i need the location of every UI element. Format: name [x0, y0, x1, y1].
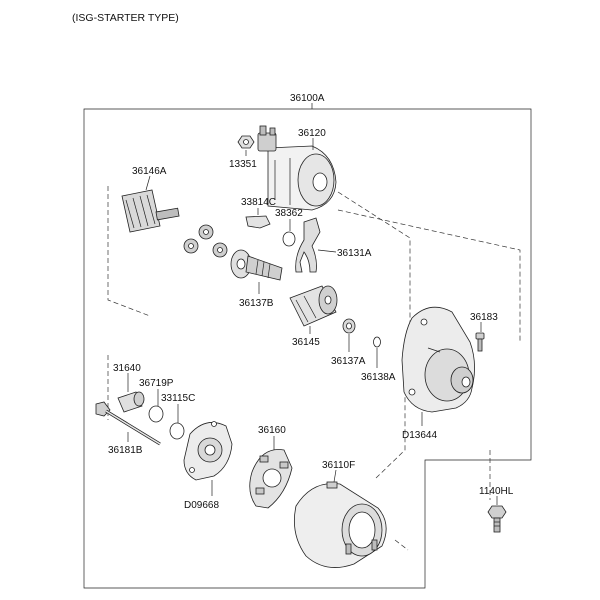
- label-D09668: D09668: [184, 500, 219, 511]
- washer-part: [169, 422, 185, 440]
- planet-gears-part: [183, 224, 228, 258]
- through-bolt-part: [95, 401, 161, 446]
- alignment-line-7: [394, 539, 409, 551]
- alignment-line-2: [337, 191, 411, 330]
- label-36145: 36145: [292, 337, 320, 348]
- lever-part: [295, 217, 321, 273]
- brush-holder-part: [249, 449, 293, 509]
- label-36137A: 36137A: [331, 356, 366, 367]
- label-33115C: 33115C: [161, 393, 195, 404]
- leader-36131A: [317, 249, 337, 253]
- label-1140HL: 1140HL: [479, 486, 514, 497]
- solenoid-part: [257, 125, 337, 211]
- front-bolt-part: [475, 332, 485, 352]
- front-housing-part: [401, 306, 475, 413]
- yoke-part: [293, 481, 387, 568]
- bracket-part: [245, 215, 271, 229]
- label-D13644: D13644: [402, 430, 437, 441]
- planetary-shaft-part: [230, 249, 283, 281]
- clutch-part: [289, 285, 338, 327]
- label-36719P: 36719P: [139, 378, 174, 389]
- diagram-title: (ISG-STARTER TYPE): [72, 12, 179, 24]
- leader-36146A: [145, 175, 151, 191]
- label-36146A: 36146A: [132, 166, 167, 177]
- label-33814C: 33814C: [241, 197, 276, 208]
- snap-ring-part: [373, 336, 381, 348]
- alignment-line-1: [107, 186, 151, 317]
- label-36120: 36120: [298, 128, 326, 139]
- ring-part: [282, 231, 296, 247]
- label-31640: 31640: [113, 363, 141, 374]
- stop-ring-hole: [346, 322, 352, 330]
- label-36110F: 36110F: [322, 460, 355, 471]
- leader-36110F: [333, 469, 337, 483]
- label-36137B: 36137B: [239, 298, 274, 309]
- label-36131A: 36131A: [337, 248, 372, 259]
- rear-cover-part: [183, 421, 233, 481]
- label-36183: 36183: [470, 312, 498, 323]
- bushing-part: [117, 391, 145, 413]
- label-38362: 38362: [275, 208, 303, 219]
- pinion-shaft-part: [121, 189, 180, 233]
- assembly-label: 36100A: [290, 93, 325, 104]
- nut-hole: [243, 139, 249, 145]
- label-13351: 13351: [229, 159, 257, 170]
- label-36181B: 36181B: [108, 445, 143, 456]
- assembly-outline: [83, 108, 532, 589]
- o-ring-part: [148, 405, 164, 423]
- label-36138A: 36138A: [361, 372, 396, 383]
- alignment-line-3: [337, 209, 521, 342]
- mount-bolt-part: [487, 505, 507, 533]
- label-36160: 36160: [258, 425, 286, 436]
